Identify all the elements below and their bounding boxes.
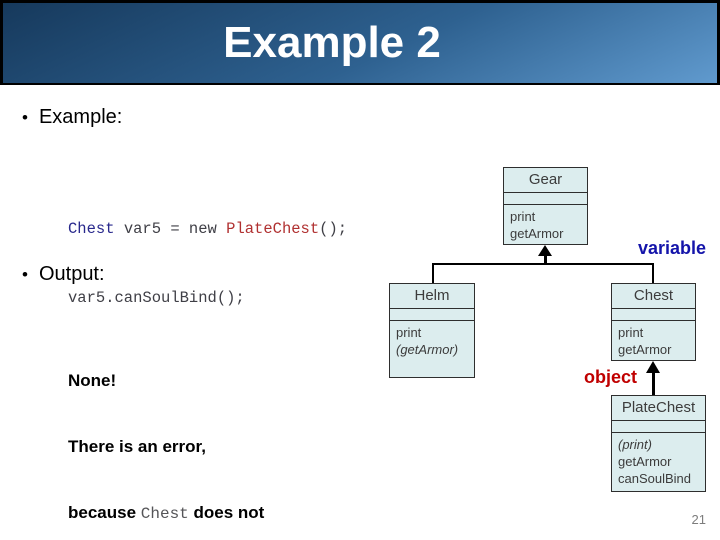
class-name: Helm xyxy=(390,284,474,309)
class-fields-compartment xyxy=(390,309,474,321)
inheritance-arrow-icon xyxy=(538,245,552,256)
output-line-3: because Chest does not xyxy=(68,502,264,525)
helm-connector-line xyxy=(432,263,434,283)
method-label: (getArmor) xyxy=(396,342,459,357)
gear-arrow-stem xyxy=(544,255,547,264)
code-line-2: var5.canSoulBind(); xyxy=(68,289,245,307)
code-class-token: PlateChest xyxy=(226,220,320,238)
output-bullet: • Output: xyxy=(22,263,105,286)
method-label: getArmor xyxy=(618,454,672,469)
code-type-token: Chest xyxy=(68,220,115,238)
class-box-chest: Chest print getArmor xyxy=(611,283,696,361)
class-name: PlateChest xyxy=(612,396,705,421)
class-fields-compartment xyxy=(612,309,695,321)
class-methods-compartment: print getArmor xyxy=(504,205,587,245)
object-annotation: object xyxy=(584,367,638,387)
bullet-dot-icon: • xyxy=(22,108,28,127)
class-fields-compartment xyxy=(612,421,705,433)
code-block: Chest var5 = new PlateChest(); var5.canS… xyxy=(68,172,347,356)
chest-connector-line xyxy=(652,263,654,283)
page-number: 21 xyxy=(691,512,706,527)
class-name: Chest xyxy=(612,284,695,309)
class-methods-compartment: print (getArmor) xyxy=(390,321,474,361)
output-line-3-code: Chest xyxy=(140,505,189,523)
method-label: print xyxy=(510,209,536,224)
output-line-1: None! xyxy=(68,371,117,390)
slide-title: Example 2 xyxy=(223,18,441,67)
code-line-1: Chest var5 = new PlateChest(); xyxy=(68,218,347,241)
class-name: Gear xyxy=(504,168,587,193)
output-label: Output: xyxy=(38,263,105,285)
class-box-gear: Gear print getArmor xyxy=(503,167,588,245)
output-line-3-text: because xyxy=(68,503,141,522)
title-banner: Example 2 xyxy=(0,0,720,85)
code-end-token: (); xyxy=(319,220,348,238)
example-label: Example: xyxy=(38,106,123,128)
class-box-platechest: PlateChest (print) getArmor canSoulBind xyxy=(611,395,706,492)
inheritance-connector-line xyxy=(432,263,654,265)
method-label: canSoulBind xyxy=(618,471,691,486)
method-label: print xyxy=(618,325,644,340)
method-label: getArmor xyxy=(618,342,672,357)
method-label: print xyxy=(396,325,422,340)
code-plain-token: var5 = new xyxy=(114,220,227,238)
method-label: getArmor xyxy=(510,226,564,241)
output-line-2: There is an error, xyxy=(68,437,206,456)
platechest-arrow-stem xyxy=(652,372,655,395)
class-methods-compartment: (print) getArmor canSoulBind xyxy=(612,433,705,490)
class-box-helm: Helm print (getArmor) xyxy=(389,283,475,378)
output-line-3-text2: does not xyxy=(188,503,265,522)
class-fields-compartment xyxy=(504,193,587,205)
example-bullet: • Example: xyxy=(22,106,122,129)
variable-annotation: variable xyxy=(637,238,706,258)
class-methods-compartment: print getArmor xyxy=(612,321,695,361)
inheritance-arrow-icon xyxy=(646,361,660,373)
bullet-dot-icon: • xyxy=(22,265,28,284)
method-label: (print) xyxy=(618,437,652,452)
output-text: None! There is an error, because Chest d… xyxy=(68,326,264,540)
